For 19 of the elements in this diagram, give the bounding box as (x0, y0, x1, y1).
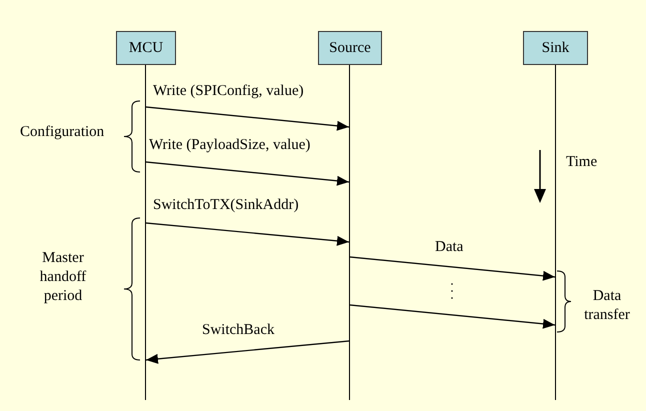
annotation-label: Time (566, 153, 598, 172)
participant-box: Source (318, 31, 382, 65)
annotation-label: Data transfer (583, 287, 631, 324)
edge-label: SwitchToTX(SinkAddr) (152, 196, 300, 215)
participant-box: Sink (523, 31, 588, 65)
message-arrow (350, 256, 556, 281)
annotation-label: Master handoff period (38, 249, 88, 306)
lifeline (349, 65, 350, 400)
edge-label: Write (SPIConfig, value) (152, 82, 305, 101)
annotation-label: Configuration (20, 123, 106, 142)
message-arrow (146, 161, 350, 186)
message-arrow (146, 340, 350, 364)
lifeline (145, 65, 146, 400)
message-arrow (146, 106, 350, 131)
message-arrow (350, 304, 556, 329)
message-arrow (146, 222, 350, 246)
participant-box: MCU (116, 31, 176, 65)
edge-label: Write (PayloadSize, value) (148, 136, 312, 155)
lifeline (555, 65, 556, 400)
